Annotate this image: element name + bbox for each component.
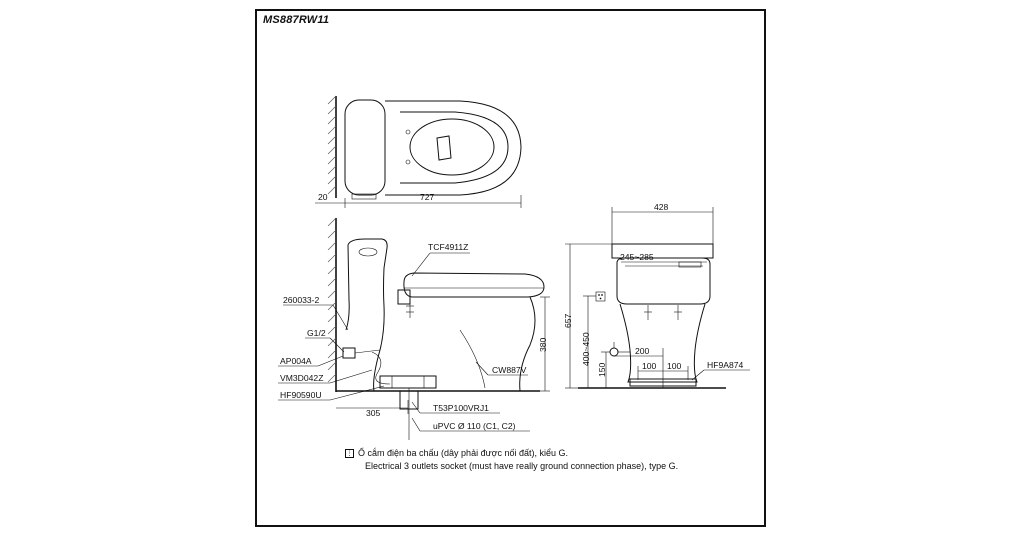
top-bowl-opening xyxy=(409,118,495,176)
pipe-spec-label: uPVC Ø 110 (C1, C2) xyxy=(433,421,516,431)
seat-model-label: TCF4911Z xyxy=(428,242,468,252)
socket-symbol-icon: ⋮ xyxy=(345,449,354,459)
front-offset-100-left-label: 100 xyxy=(642,361,657,371)
model-code-title: MS887RW11 xyxy=(263,14,330,26)
drawing-frame xyxy=(255,9,766,527)
top-wall-gap-label: 20 xyxy=(318,192,328,202)
top-hinge-left xyxy=(405,129,411,135)
side-wall-hatch xyxy=(327,217,337,383)
side-water-inlet xyxy=(342,347,356,359)
front-width-label: 428 xyxy=(654,202,669,212)
side-drain-flange xyxy=(379,375,437,389)
front-water-valve xyxy=(609,347,619,357)
side-roughin-label: 305 xyxy=(366,408,381,418)
bowl-model-label: CW887V xyxy=(492,365,527,375)
part-260033-label: 260033-2 xyxy=(283,295,320,305)
side-height-label: 380 xyxy=(538,337,548,352)
side-seat-hinge xyxy=(397,289,411,305)
top-tank xyxy=(344,99,386,196)
flange-part-label: HF90590U xyxy=(280,390,322,400)
top-seat-outline xyxy=(400,111,509,184)
front-height-label: 657 xyxy=(563,313,573,328)
inlet-size-label: G1/2 xyxy=(307,328,326,338)
front-bowl xyxy=(619,303,706,383)
side-tank xyxy=(347,238,388,307)
top-tank-base xyxy=(351,193,377,200)
valve-part-label: AP004A xyxy=(280,356,312,366)
front-offset-100-right-label: 100 xyxy=(667,361,682,371)
top-hinge-right xyxy=(405,159,411,165)
side-flush-button xyxy=(358,247,378,257)
front-offset-200-label: 200 xyxy=(635,346,650,356)
front-socket-range-label: 400~450 xyxy=(581,332,591,366)
side-bowl-front xyxy=(519,296,536,392)
side-view: 305 380 TCF4911Z 260033-2 G1/2 AP004A VM… xyxy=(278,217,550,440)
footnote-vi: Ổ cắm điện ba chấu (dây phải được nối đấ… xyxy=(358,448,569,458)
top-wall-hatch xyxy=(327,95,337,195)
footnote-en-row: Electrical 3 outlets socket (must have r… xyxy=(345,460,755,473)
top-length-label: 727 xyxy=(420,192,435,202)
hose-part-label: VM3D042Z xyxy=(280,373,323,383)
top-bowl-outline xyxy=(385,100,522,196)
side-seat xyxy=(403,272,545,298)
front-inlet-height-label: 150 xyxy=(597,362,607,377)
drain-part-label: T53P100VRJ1 xyxy=(433,403,489,413)
side-bowl-back xyxy=(373,305,385,392)
fixing-part-label: HF9A874 xyxy=(707,360,744,370)
top-view: 20 727 xyxy=(315,95,522,208)
footnote-en: Electrical 3 outlets socket (must have r… xyxy=(365,461,679,471)
top-drain-hole xyxy=(436,135,452,161)
front-socket-symbol xyxy=(595,291,606,302)
footnote-vi-row: ⋮ Ổ cắm điện ba chấu (dây phải được nối đ… xyxy=(345,447,755,460)
seat-range-label: 245~285 xyxy=(620,252,654,262)
side-trapway xyxy=(459,329,486,389)
front-view: 428 245~285 657 400~4 xyxy=(563,202,750,389)
footnote: ⋮ Ổ cắm điện ba chấu (dây phải được nối đ… xyxy=(345,447,755,473)
front-seat xyxy=(616,257,711,305)
